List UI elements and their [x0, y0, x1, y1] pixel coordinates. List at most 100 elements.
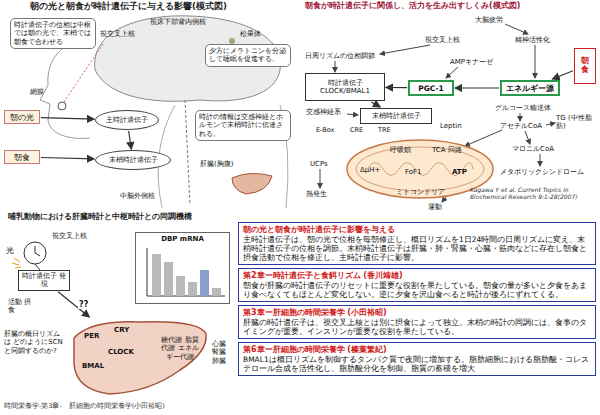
label: グルコース輸送体 [495, 104, 551, 112]
node-text: CLOCK [108, 348, 134, 356]
node-text: 糖代謝 脂質代謝 エネルギー代謝 [158, 336, 202, 361]
label: マロニルCoA [512, 145, 554, 153]
label: Leptin [440, 122, 462, 130]
label: 視交叉上核 [52, 232, 87, 240]
label: 視交叉上核 [425, 36, 460, 44]
text-box: 第6章ー肝細胞の時間栄養学 (榛葉繁紀)BMAL1は概日リズムを制御するタンパク… [238, 342, 596, 376]
label: TRE [378, 127, 391, 135]
label-slot: 光 [6, 246, 14, 255]
label-slot: UCPs [310, 160, 328, 168]
process-box: 朝食 [574, 48, 596, 84]
box-heading: 第3章ー肝細胞の時間栄養学 (小田裕昭) [243, 308, 591, 318]
label: 朝の光と朝食が時計遺伝子に与える影響(模式図) [30, 1, 227, 11]
scn-clock [24, 242, 46, 264]
text-box: 第2章ー時計遺伝子と食餌リズム (香川靖雄)朝食が肝臓の時計遺伝子のリセットに重… [238, 268, 596, 302]
process-box: エネルギー源 [500, 80, 560, 96]
label-slot: グルコース輸送体 [495, 104, 551, 112]
connector [58, 292, 89, 317]
connector [553, 71, 574, 79]
label-slot: 朝食が時計遺伝子に関係し、活力を生み出すしくみ(模式図) [305, 1, 520, 11]
label: AMPキナーゼ [450, 58, 493, 66]
process-box: 時計遺伝子 CLOCK/BMAL1 [305, 73, 385, 101]
light-rays [12, 258, 21, 268]
text-slot: CLOCK [108, 348, 134, 356]
label: 時間栄養学-第3章- 肝細胞の時間栄養学(小田裕昭) [4, 403, 165, 411]
label: 中脳外側核 [120, 192, 155, 200]
box-body: 主時計遺伝子は、朝の光で位相を毎朝修正し、概日リズムを1日24時間の日周リズムに… [243, 235, 591, 262]
label-slot: 日周リズムの位相調節 [305, 52, 375, 60]
label-slot: E-Box [316, 127, 334, 135]
box-body: 朝食が肝臓の時計遺伝子のリセットに重要な役割を果たしている。朝食の量が多いと夕食… [243, 281, 591, 299]
node-text: ミトコンドリア [396, 189, 445, 197]
node-text: BMAL [82, 362, 104, 370]
label-slot: 網膜 [30, 88, 44, 96]
node-text: 末梢時計遺伝子 [372, 112, 421, 120]
box-heading: 朝の光と朝食が時計遺伝子に影響を与える [243, 225, 591, 235]
text-box: 夕方にメラトニンを分泌して睡眠を促進する。 [205, 44, 291, 67]
box-body: 肝臓の時計遺伝子は、視交叉上核とは別に摂食によって独立。末梢の時計の同調には、食… [243, 318, 591, 336]
process-box: 末梢時計遺伝子 [360, 108, 432, 124]
clock-hands [35, 246, 40, 256]
text-box: 時計の情報は交感神経とホルモンで末梢時計に伝達される。 [195, 110, 291, 141]
label: 視交叉上核 [100, 30, 135, 38]
label-slot: ATP [452, 168, 467, 176]
chart-node: DBP mRNA [135, 232, 230, 304]
label-slot: ΔμH+ [360, 166, 380, 174]
label: ΔμH+ [360, 166, 380, 174]
label: 光 [6, 246, 14, 255]
box-heading: 第6章ー肝細胞の時間栄養学 (榛葉繁紀) [243, 345, 591, 355]
label-slot: 視交叉上核 [425, 36, 460, 44]
label-slot: 松果体 [240, 30, 261, 38]
node-text: 朝の光 [10, 113, 34, 122]
label: CRE [350, 127, 363, 135]
label-slot: 肝臓の概日リズムは どのようにSCNと同調するのか? [4, 330, 66, 355]
node-text: 末梢時計遺伝子 [109, 156, 158, 164]
label: 心臓 腎臓 肺臓 [212, 340, 234, 365]
label: メタボリックシンドローム [500, 168, 584, 176]
label: TCA 回路 [432, 146, 462, 154]
node-text: 時計遺伝子の位相は中枢では朝の光で、末梢では朝食で合わせる [14, 21, 92, 46]
node-text: 夕方にメラトニンを分泌して睡眠を促進する。 [209, 47, 287, 64]
label: 交感神経系 [306, 108, 341, 116]
node-text: PER [84, 332, 99, 340]
label: 大脳疲労 [475, 16, 503, 24]
head-profile [40, 40, 90, 138]
label-slot: 中脳外側核 [120, 192, 155, 200]
liver-organ [232, 173, 272, 194]
label-slot: TG (中性脂肪) [556, 114, 596, 131]
label: Kagawa Y et al. Current Topics in Bioche… [470, 186, 598, 200]
connector [41, 158, 94, 159]
label: 視床下部背内側核 [150, 18, 206, 26]
label-slot: 交感神経系 [306, 108, 341, 116]
optic-path [64, 44, 103, 102]
label-slot: 運動 [428, 203, 442, 211]
label-slot: マロニルCoA [512, 145, 554, 153]
label-slot: FoF1 [405, 168, 422, 176]
label: 朝食が時計遺伝子に関係し、活力を生み出すしくみ(模式図) [305, 1, 520, 11]
node-text: エネルギー源 [506, 84, 554, 93]
text-slot: 糖代謝 脂質代謝 エネルギー代謝 [158, 336, 202, 361]
label-slot: 心臓 腎臓 肺臓 [212, 340, 234, 365]
node-text: 主時計遺伝子 [106, 116, 148, 124]
process-box: PGC-1 [408, 80, 454, 96]
process-box: 朝食 [4, 150, 40, 164]
label: UCPs [310, 160, 328, 168]
node-text: 時計遺伝子 発現 [21, 272, 67, 289]
label-slot: 朝の光と朝食が時計遺伝子に与える影響(模式図) [30, 1, 227, 11]
label-slot: 活動 摂食 [8, 298, 34, 315]
label-slot: 視交叉上核 [52, 232, 87, 240]
label-slot: TCA 回路 [432, 146, 462, 154]
label: E-Box [316, 127, 334, 135]
box-heading: 第2章ー時計遺伝子と食餌リズム (香川靖雄) [243, 271, 591, 281]
torso [158, 105, 288, 208]
label-slot: AMPキナーゼ [450, 58, 493, 66]
nerve [185, 100, 190, 205]
label: 肝臓の概日リズムは どのようにSCNと同調するのか? [4, 330, 66, 355]
node-text: PGC-1 [418, 84, 444, 93]
node-text: CRY [114, 326, 129, 334]
connector [386, 87, 407, 88]
label: 肝臓(胸腹) [200, 160, 233, 168]
label: 活動 摂食 [8, 298, 34, 315]
